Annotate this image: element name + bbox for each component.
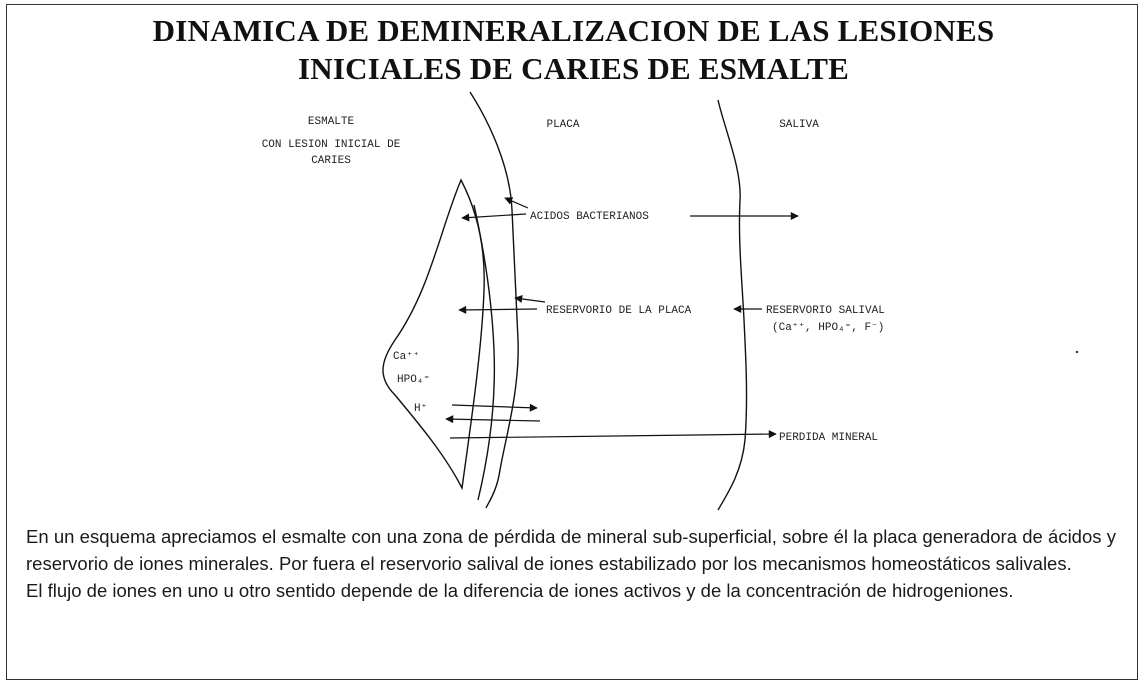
zone-esmalte-sublabel-1: CON LESION INICIAL DE <box>262 139 401 151</box>
figure-title: DINAMICA DE DEMINERALIZACION DE LAS LESI… <box>0 12 1147 88</box>
perdida-mineral-arrow <box>449 430 777 439</box>
title-line-1: DINAMICA DE DEMINERALIZACION DE LAS LESI… <box>152 13 995 48</box>
ion-exchange-in-arrow <box>445 415 541 424</box>
reservorio-placa-left-arrow <box>458 305 538 314</box>
zone-saliva-label: SALIVA <box>779 119 819 131</box>
figure-frame <box>6 4 1138 680</box>
ion-h-label: H⁺ <box>414 403 427 415</box>
acidos-label: ACIDOS BACTERIANOS <box>530 211 649 223</box>
reservorio-salival-label: RESERVORIO SALIVAL <box>766 305 885 317</box>
zone-esmalte-sublabel-2: CARIES <box>311 155 351 167</box>
title-line-2: INICIALES DE CARIES DE ESMALTE <box>298 51 849 86</box>
enamel-lesion-outline <box>382 178 485 491</box>
caption-paragraph-2: El flujo de iones en uno u otro sentido … <box>26 580 1014 601</box>
caption-paragraph-1: En un esquema apreciamos el esmalte con … <box>26 526 1116 574</box>
zone-esmalte-label: ESMALTE <box>308 116 355 128</box>
ion-hpo-label: HPO₄⁼ <box>397 374 430 386</box>
ion-exchange-out-arrow <box>451 403 538 412</box>
acidos-left-arrow <box>461 213 527 222</box>
reservorio-salival-ions: (Ca⁺⁺, HPO₄⁼, F⁻) <box>772 322 884 334</box>
reservorio-placa-label: RESERVORIO DE LA PLACA <box>546 305 692 317</box>
figure-caption: En un esquema apreciamos el esmalte con … <box>26 523 1116 604</box>
enamel-surface-line <box>473 204 496 501</box>
plaque-boundary-line <box>469 91 519 509</box>
reservorio-placa-pointer-arrow <box>514 294 546 303</box>
saliva-boundary-line <box>717 99 748 511</box>
ion-ca-label: Ca⁺⁺ <box>393 351 419 363</box>
zone-placa-label: PLACA <box>546 119 579 131</box>
scan-speck <box>1075 350 1079 354</box>
perdida-mineral-label: PERDIDA MINERAL <box>779 432 878 444</box>
acidos-pointer-arrow <box>504 197 529 209</box>
